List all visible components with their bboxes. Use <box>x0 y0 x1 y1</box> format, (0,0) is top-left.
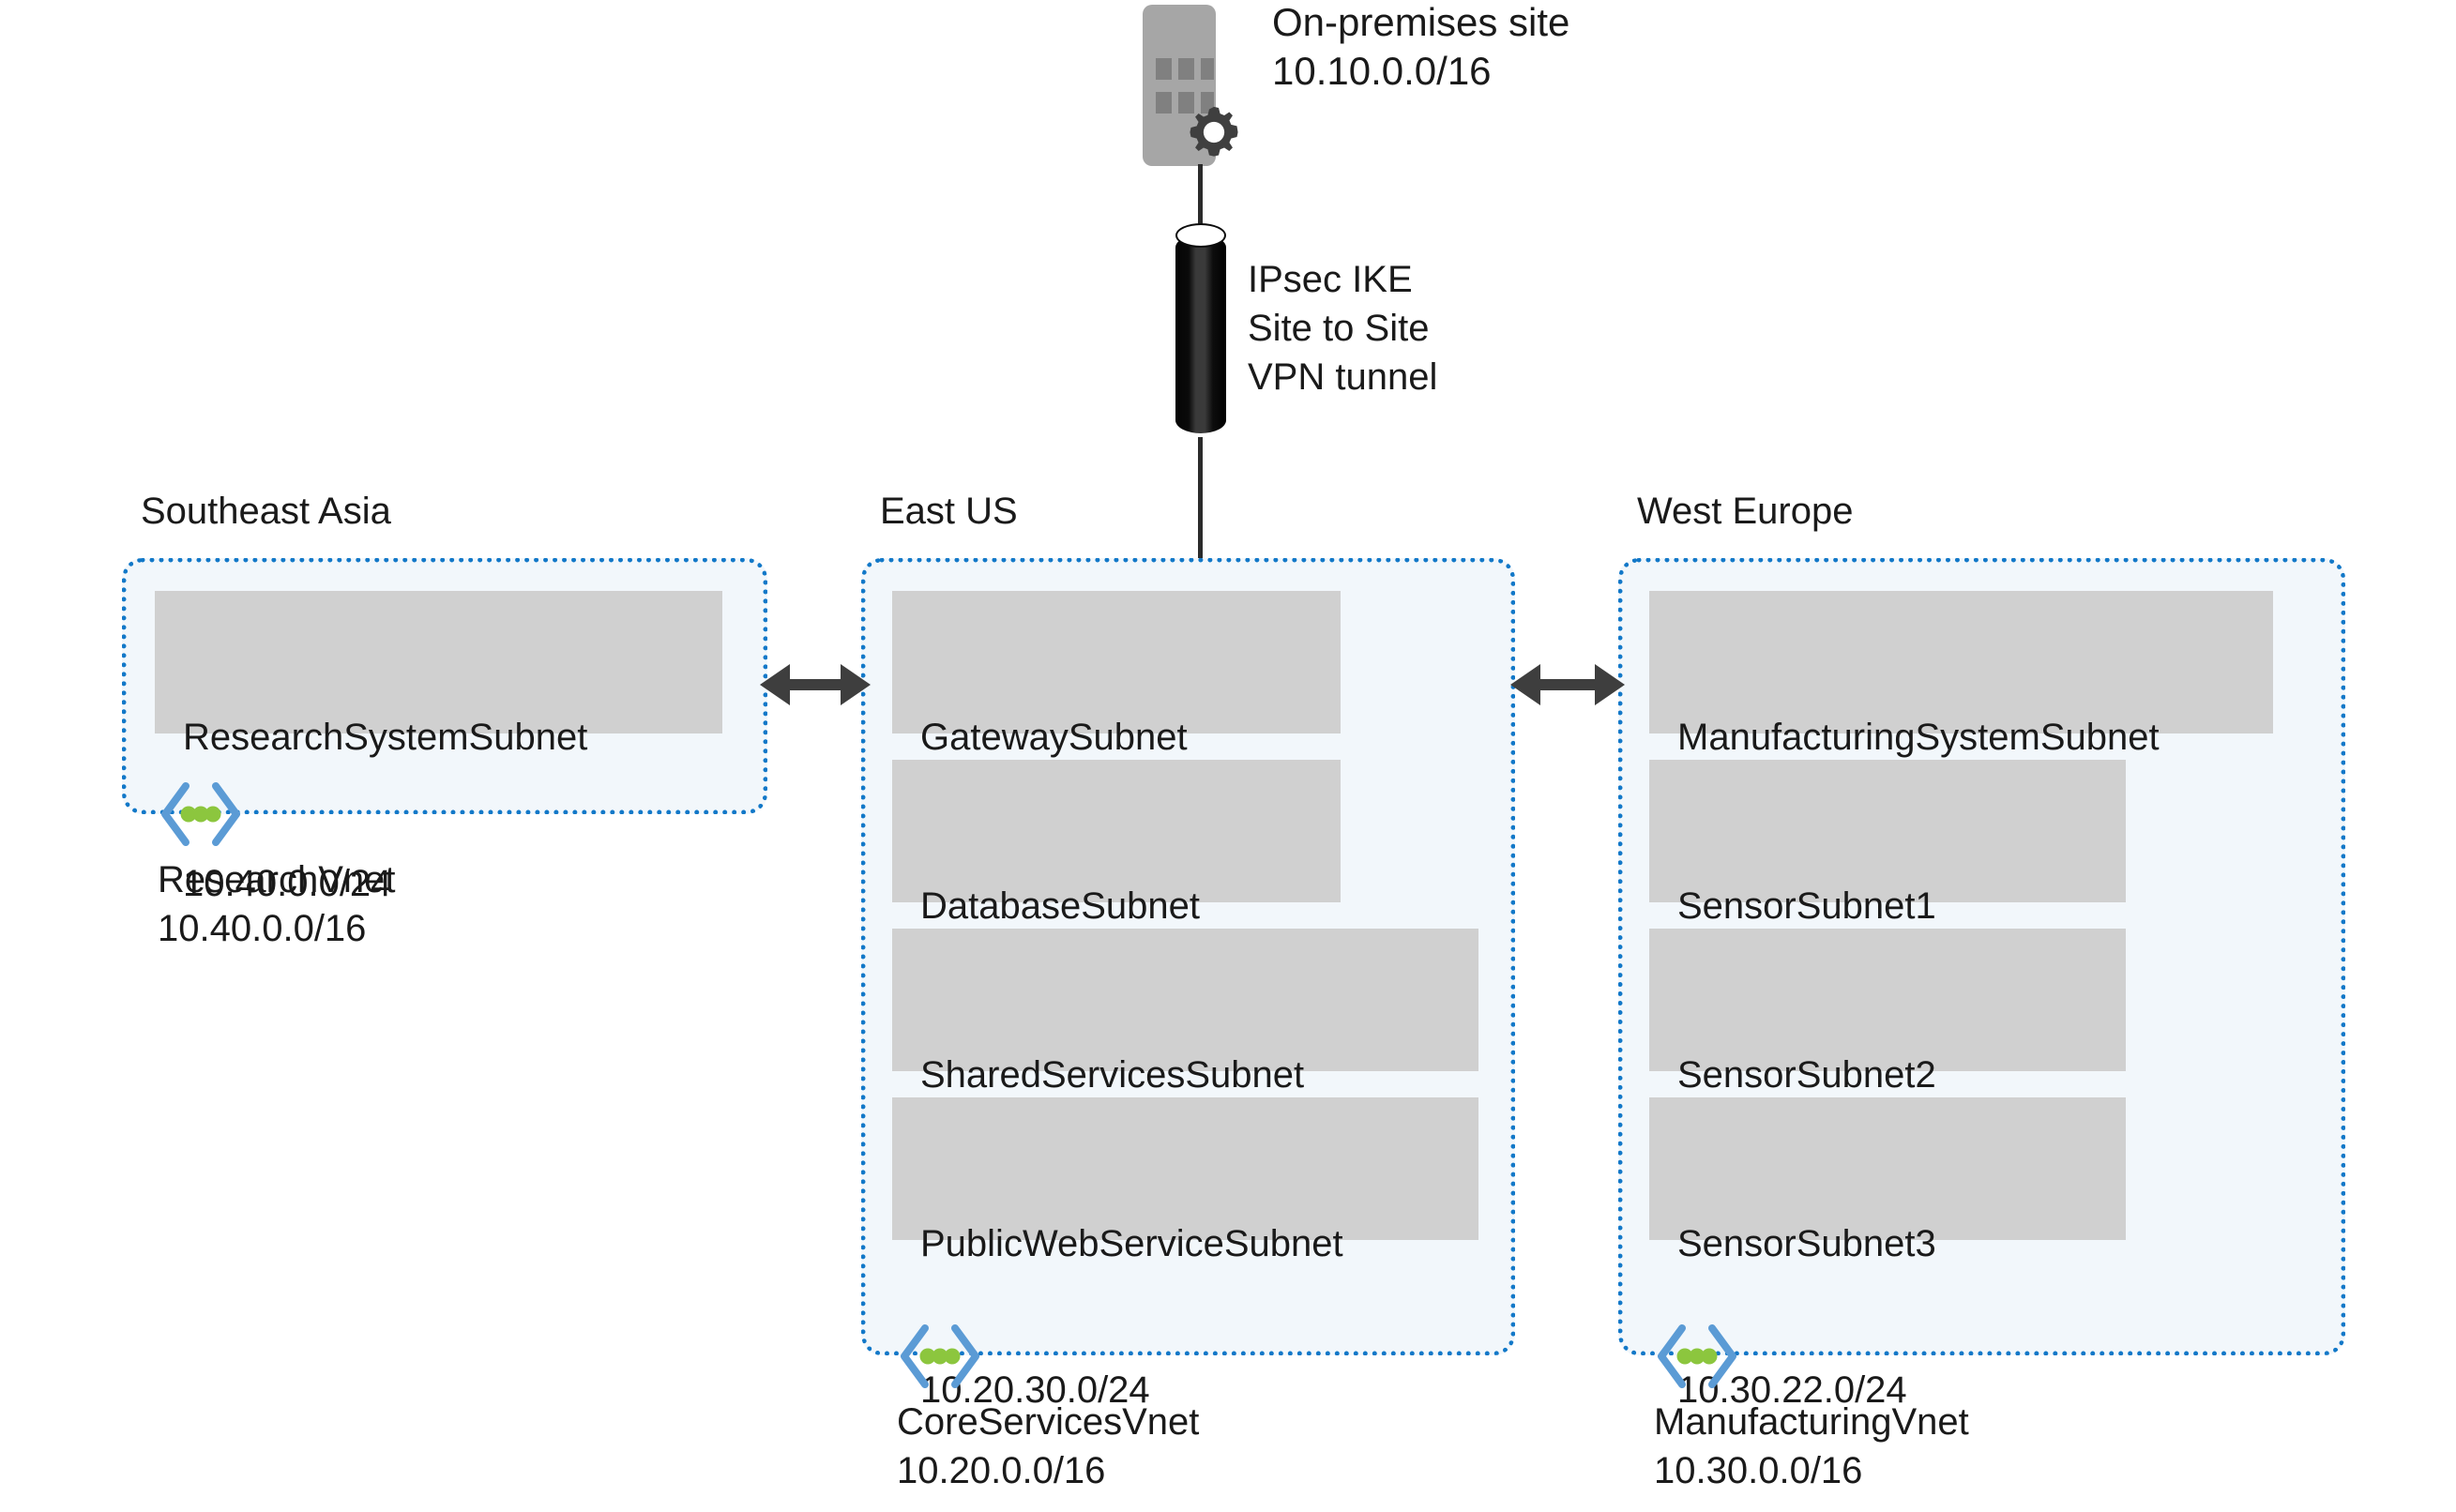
vnet-label-manufacturing: ManufacturingVnet 10.30.0.0/16 <box>1654 1401 1969 1491</box>
vnet-label-research: ResearchVnet 10.40.0.0/16 <box>158 859 396 949</box>
region-label-southeast-asia: Southeast Asia <box>141 491 391 532</box>
subnet-name: ResearchSystemSubnet <box>183 717 588 758</box>
vnet-chevron-icon-research <box>161 782 240 846</box>
server-window <box>1178 92 1194 113</box>
vpn-tunnel-label: IPsec IKE Site to Site VPN tunnel <box>1248 259 1438 398</box>
vnet-label-core-services: CoreServicesVnet 10.20.0.0/16 <box>897 1401 1200 1491</box>
subnet-name: SharedServicesSubnet <box>920 1054 1305 1096</box>
subnet-name: PublicWebServiceSubnet <box>920 1223 1343 1264</box>
vnet-chevron-icon-core-services <box>901 1324 979 1388</box>
vnet-core-services[interactable]: GatewaySubnet 10.20.0.0/27 DatabaseSubne… <box>861 558 1515 1411</box>
subnet-name: DatabaseSubnet <box>920 885 1201 927</box>
subnet-name: ManufacturingSystemSubnet <box>1677 717 2160 758</box>
subnet-sensor-1[interactable]: SensorSubnet1 10.30.20.0/24 <box>1649 760 2126 1073</box>
on-premises-server-icon <box>1143 5 1238 166</box>
subnet-public-web-service[interactable]: PublicWebServiceSubnet 10.20.30.0/24 <box>892 1097 1478 1411</box>
region-label-east-us: East US <box>880 491 1018 532</box>
subnet-name: GatewaySubnet <box>920 717 1188 758</box>
tunnel-connector-line-bottom <box>1198 437 1203 561</box>
bidirectional-arrow-icon-sea-eastus <box>760 664 871 705</box>
bidirectional-arrow-icon-eastus-westeurope <box>1510 664 1625 705</box>
subnet-sensor-2[interactable]: SensorSubnet2 10.30.21.0/24 <box>1649 929 2126 1242</box>
vpn-tunnel-icon <box>1175 223 1226 445</box>
on-premises-label: On-premises site 10.10.0.0/16 <box>1272 0 1570 93</box>
server-window <box>1156 92 1172 113</box>
subnet-gateway[interactable]: GatewaySubnet 10.20.0.0/27 <box>892 591 1341 904</box>
tunnel-connector-line-top <box>1198 164 1203 232</box>
subnet-cidr: 10.40.0.0/24 <box>183 863 392 904</box>
subnet-name: SensorSubnet3 <box>1677 1223 1936 1264</box>
subnet-research-system[interactable]: ResearchSystemSubnet 10.40.0.0/24 <box>155 591 722 904</box>
subnet-database[interactable]: DatabaseSubnet 10.20.20.0/24 <box>892 760 1341 1073</box>
subnet-name: SensorSubnet2 <box>1677 1054 1936 1096</box>
tunnel-cylinder-body <box>1175 234 1226 433</box>
vnet-chevron-icon-manufacturing <box>1658 1324 1736 1388</box>
server-window <box>1201 92 1214 113</box>
tunnel-cylinder-top-ellipse <box>1175 223 1226 248</box>
subnet-manufacturing-system[interactable]: ManufacturingSystemSubnet 10.30.10.0/24 <box>1649 591 2273 904</box>
server-window <box>1156 58 1172 80</box>
vnet-research[interactable]: ResearchSystemSubnet 10.40.0.0/24 <box>122 558 767 904</box>
gear-icon <box>1190 106 1238 157</box>
subnet-shared-services[interactable]: SharedServicesSubnet 10.20.10.0/24 <box>892 929 1478 1242</box>
vnet-manufacturing[interactable]: ManufacturingSystemSubnet 10.30.10.0/24 … <box>1618 558 2345 1411</box>
region-label-west-europe: West Europe <box>1637 491 1854 532</box>
subnet-sensor-3[interactable]: SensorSubnet3 10.30.22.0/24 <box>1649 1097 2126 1411</box>
server-window <box>1178 58 1194 80</box>
server-window <box>1201 58 1214 80</box>
subnet-name: SensorSubnet1 <box>1677 885 1936 927</box>
